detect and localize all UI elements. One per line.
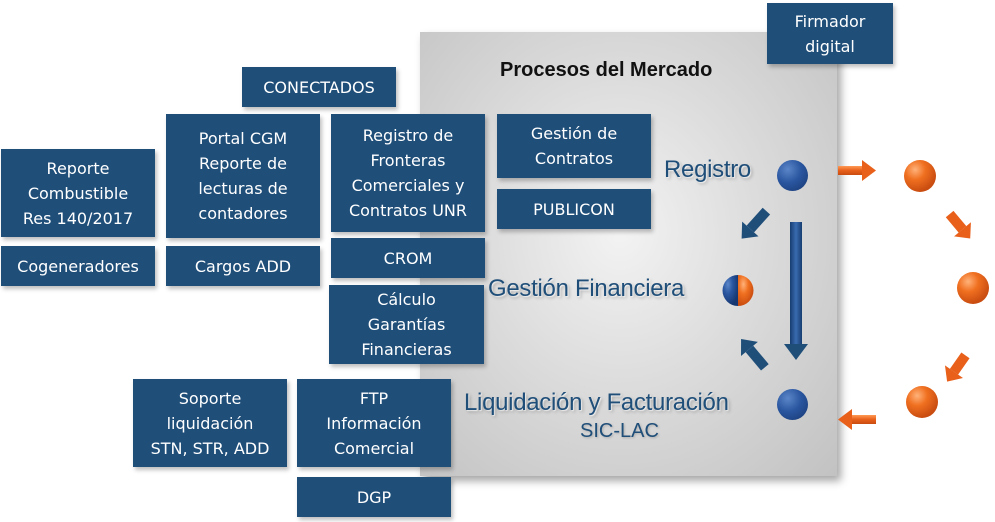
diagonal-arrow-icon: [741, 207, 771, 239]
orange-right-arrow-icon: [838, 160, 876, 181]
process-liquidacion-label: Liquidación y Facturación: [464, 389, 729, 416]
panel-title: Procesos del Mercado: [500, 59, 713, 81]
box-dgp: DGP: [297, 477, 451, 517]
orange-cycle-ball-icon: [906, 386, 938, 418]
box-crom: CROM: [331, 238, 485, 278]
orange-down-left-arrow-icon: [944, 352, 970, 382]
gestion-ball-icon: [722, 275, 754, 306]
orange-cycle-ball-icon: [957, 272, 989, 304]
orange-left-arrow-icon: [838, 409, 876, 430]
box-cogeneradores: Cogeneradores: [1, 246, 155, 286]
process-registro-label: Registro: [664, 156, 751, 183]
liquidacion-ball-icon: [777, 389, 808, 420]
box-soporte-liquidacion: Soporte liquidación STN, STR, ADD: [133, 379, 287, 467]
orange-down-right-arrow-icon: [945, 210, 971, 239]
box-conectados: CONECTADOS: [242, 67, 396, 107]
box-portal-cgm: Portal CGM Reporte de lecturas de contad…: [166, 114, 320, 238]
market-processes-panel: [420, 32, 837, 476]
process-gestion-label: Gestión Financiera: [488, 275, 685, 302]
box-calculo-garantias: Cálculo Garantías Financieras: [329, 285, 484, 364]
box-ftp-informacion: FTP Información Comercial: [297, 379, 451, 467]
up-arrow-icon: [741, 338, 769, 371]
process-liquidacion-sub-label: SIC-LAC: [580, 420, 659, 442]
box-reporte-combustible: Reporte Combustible Res 140/2017: [1, 149, 155, 237]
registro-ball-icon: [777, 160, 808, 191]
box-firmador-digital: Firmador digital: [767, 3, 893, 64]
box-gestion-contratos: Gestión de Contratos: [497, 114, 651, 178]
box-publicon: PUBLICON: [497, 189, 651, 229]
box-cargos-add: Cargos ADD: [166, 246, 320, 286]
down-arrow-icon: [784, 222, 808, 360]
orange-cycle-ball-icon: [904, 160, 936, 192]
box-registro-fronteras: Registro de Fronteras Comerciales y Cont…: [331, 114, 485, 232]
